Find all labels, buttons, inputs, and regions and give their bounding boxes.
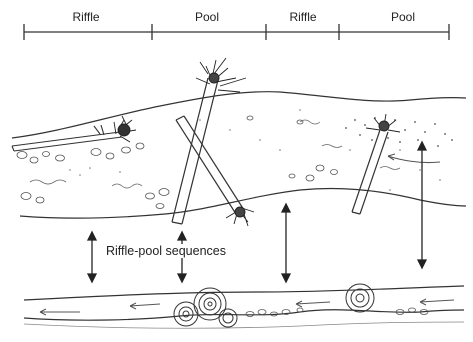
log-cross-sections-left bbox=[174, 288, 237, 327]
stream-channel-plan bbox=[12, 92, 466, 218]
tree-crown-top bbox=[196, 58, 246, 92]
sequence-arrows bbox=[88, 142, 426, 282]
stream-texture bbox=[69, 109, 453, 191]
flow-squiggles bbox=[30, 120, 400, 188]
tree-roots-bottom bbox=[226, 207, 254, 226]
segment-scale-bar bbox=[24, 24, 449, 40]
stream-profile bbox=[24, 286, 464, 328]
flow-arrow-icon bbox=[388, 154, 440, 163]
tree-right bbox=[352, 130, 388, 214]
gravel-stones bbox=[17, 116, 338, 209]
fallen-log-left bbox=[12, 125, 122, 151]
riffle-pool-sequences-label: Riffle-pool sequences bbox=[104, 244, 228, 258]
log-cross-section-right bbox=[346, 284, 374, 312]
tree-right-crown bbox=[366, 114, 400, 132]
